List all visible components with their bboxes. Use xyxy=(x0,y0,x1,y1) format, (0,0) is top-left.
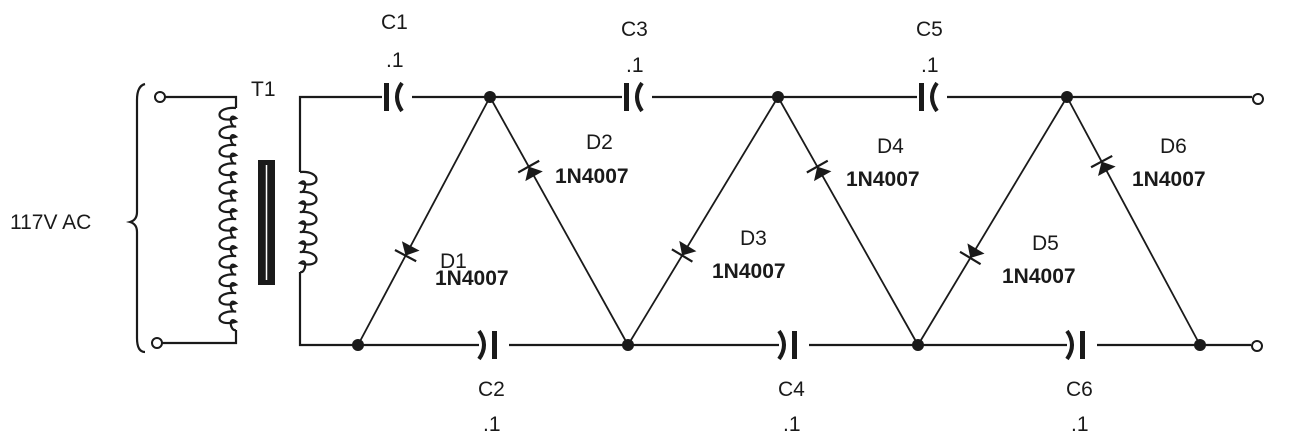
coil-winding xyxy=(297,170,318,274)
input-terminal-top xyxy=(154,91,166,103)
diode-d3: D3 1N4007 xyxy=(627,96,786,346)
diode-triangle-icon xyxy=(1098,161,1116,177)
transformer-label: T1 xyxy=(251,78,276,101)
diode-d5: D5 1N4007 xyxy=(917,96,1076,346)
bottom-rail xyxy=(298,272,1251,347)
diode-wire xyxy=(489,96,629,346)
diode-cathode-bar xyxy=(671,248,693,263)
diode-cathode-bar xyxy=(394,249,417,263)
capacitor-value: .1 xyxy=(483,413,501,436)
diode-wire xyxy=(627,96,779,346)
output-terminal-bottom xyxy=(1251,340,1263,352)
diode-triangle-icon xyxy=(813,166,832,182)
capacitor-plate-curved xyxy=(635,81,644,113)
diode-triangle-icon xyxy=(401,241,420,256)
diode-d6: D6 1N4007 xyxy=(1066,96,1206,346)
diode-d2: D2 1N4007 xyxy=(489,96,629,346)
capacitor-c2: C2 .1 xyxy=(477,329,509,436)
capacitor-plate-flat xyxy=(919,83,924,111)
capacitor-value: .1 xyxy=(783,413,801,436)
diode-name: D4 xyxy=(877,135,904,158)
diode-part: 1N4007 xyxy=(1132,168,1206,191)
diode-part: 1N4007 xyxy=(846,168,920,191)
diode-wire xyxy=(917,96,1068,346)
capacitor-plate-flat xyxy=(1080,331,1085,359)
output-terminal-top xyxy=(1252,93,1264,105)
input-terminal-bottom xyxy=(151,337,163,349)
capacitor-name: C6 xyxy=(1066,378,1093,401)
capacitor-plate-curved xyxy=(395,81,404,113)
diode-triangle-icon xyxy=(525,166,543,182)
capacitor-plate-curved xyxy=(477,329,486,361)
capacitor-plate-curved xyxy=(777,329,786,361)
diode-triangle-icon xyxy=(967,243,985,258)
capacitor-plate-curved xyxy=(930,81,939,113)
diode-cathode-bar xyxy=(959,250,982,266)
capacitor-name: C3 xyxy=(621,18,648,41)
capacitor-name: C4 xyxy=(778,378,805,401)
capacitor-name: C5 xyxy=(916,18,943,41)
diode-name: D5 xyxy=(1032,232,1059,255)
capacitor-c1: C1 .1 xyxy=(381,11,412,113)
transformer-primary-coil xyxy=(218,106,239,332)
diode-triangle-icon xyxy=(679,240,697,256)
capacitor-plate-flat xyxy=(624,83,629,111)
input-brace xyxy=(126,82,146,354)
capacitor-name: C1 xyxy=(381,11,408,34)
coil-winding xyxy=(218,106,239,332)
primary-wire-top xyxy=(165,95,238,108)
capacitor-value: .1 xyxy=(921,54,939,77)
diode-name: D1 xyxy=(440,250,467,273)
capacitor-value: .1 xyxy=(386,49,404,72)
capacitor-value: .1 xyxy=(626,54,644,77)
capacitor-c5: C5 .1 xyxy=(916,18,947,113)
diode-part: 1N4007 xyxy=(712,260,786,283)
diode-part: 1N4007 xyxy=(1002,265,1076,288)
transformer-secondary-coil xyxy=(297,170,318,274)
capacitor-c4: C4 .1 xyxy=(777,329,809,436)
capacitor-c6: C6 .1 xyxy=(1065,329,1097,436)
top-rail xyxy=(298,95,1252,172)
diode-name: D2 xyxy=(586,131,613,154)
capacitor-value: .1 xyxy=(1071,413,1089,436)
diode-wire xyxy=(777,96,919,346)
diode-wire xyxy=(357,96,491,346)
capacitor-plate-curved xyxy=(1065,329,1074,361)
capacitor-plate-flat xyxy=(384,83,389,111)
capacitor-plate-flat xyxy=(792,331,797,359)
primary-wire-bottom xyxy=(162,330,238,345)
diode-wire xyxy=(1066,96,1201,346)
diode-part: 1N4007 xyxy=(435,267,509,290)
diode-cathode-bar xyxy=(517,159,540,174)
diode-name: D3 xyxy=(740,227,767,250)
diode-part: 1N4007 xyxy=(555,165,629,188)
diode-cathode-bar xyxy=(806,159,829,174)
capacitor-name: C2 xyxy=(478,378,505,401)
capacitor-plate-flat xyxy=(492,331,497,359)
capacitor-c3: C3 .1 xyxy=(621,18,652,113)
diode-cathode-bar xyxy=(1090,154,1113,169)
diode-d4: D4 1N4007 xyxy=(777,96,920,346)
diode-name: D6 xyxy=(1160,135,1187,158)
input-label: 117V AC xyxy=(10,211,91,234)
components: C1.1C2.1C3.1C4.1C5.1C6.1D11N4007D21N4007… xyxy=(352,11,1206,436)
